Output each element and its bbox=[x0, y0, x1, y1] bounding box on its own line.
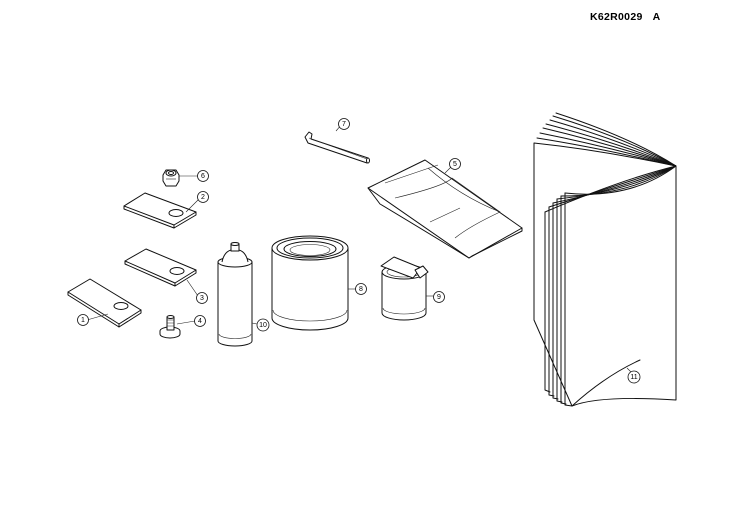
callout-6: 6 bbox=[197, 170, 209, 182]
callout-4: 4 bbox=[194, 315, 206, 327]
svg-text:10: 10 bbox=[259, 322, 267, 329]
blade-guard-icon bbox=[367, 159, 523, 259]
paint-can-icon bbox=[271, 235, 349, 331]
svg-text:5: 5 bbox=[453, 161, 457, 168]
callout-9: 9 bbox=[433, 291, 445, 303]
mower-blade-icon bbox=[123, 192, 197, 229]
callout-11: 11 bbox=[627, 370, 641, 384]
svg-text:9: 9 bbox=[437, 294, 441, 301]
callout-10: 10 bbox=[256, 318, 270, 332]
svg-text:4: 4 bbox=[198, 318, 202, 325]
callout-2: 2 bbox=[197, 191, 209, 203]
callout-5: 5 bbox=[449, 158, 461, 170]
leader-lines bbox=[86, 123, 634, 375]
drawing-code: K62R0029 A bbox=[590, 11, 661, 23]
svg-text:3: 3 bbox=[200, 295, 204, 302]
svg-text:7: 7 bbox=[342, 121, 346, 128]
svg-text:11: 11 bbox=[630, 374, 637, 381]
svg-text:6: 6 bbox=[201, 173, 205, 180]
svg-text:1: 1 bbox=[81, 317, 85, 324]
drawing-number: K62R0029 bbox=[590, 11, 643, 23]
callout-8: 8 bbox=[355, 283, 367, 295]
hex-key-icon bbox=[304, 131, 370, 164]
revision-letter: A bbox=[652, 11, 661, 23]
callout-3: 3 bbox=[196, 292, 208, 304]
svg-text:2: 2 bbox=[201, 194, 205, 201]
touch-up-paint-can-icon bbox=[380, 256, 429, 321]
nut-icon bbox=[162, 169, 180, 187]
svg-text:8: 8 bbox=[359, 286, 363, 293]
blade-bolt-icon bbox=[159, 315, 181, 339]
callout-1: 1 bbox=[77, 314, 89, 326]
mower-blade-icon bbox=[67, 278, 142, 328]
manual-booklet-icon bbox=[533, 112, 677, 407]
callout-7: 7 bbox=[338, 118, 350, 130]
spray-can-icon bbox=[217, 242, 253, 347]
mower-blade-icon bbox=[124, 248, 197, 287]
